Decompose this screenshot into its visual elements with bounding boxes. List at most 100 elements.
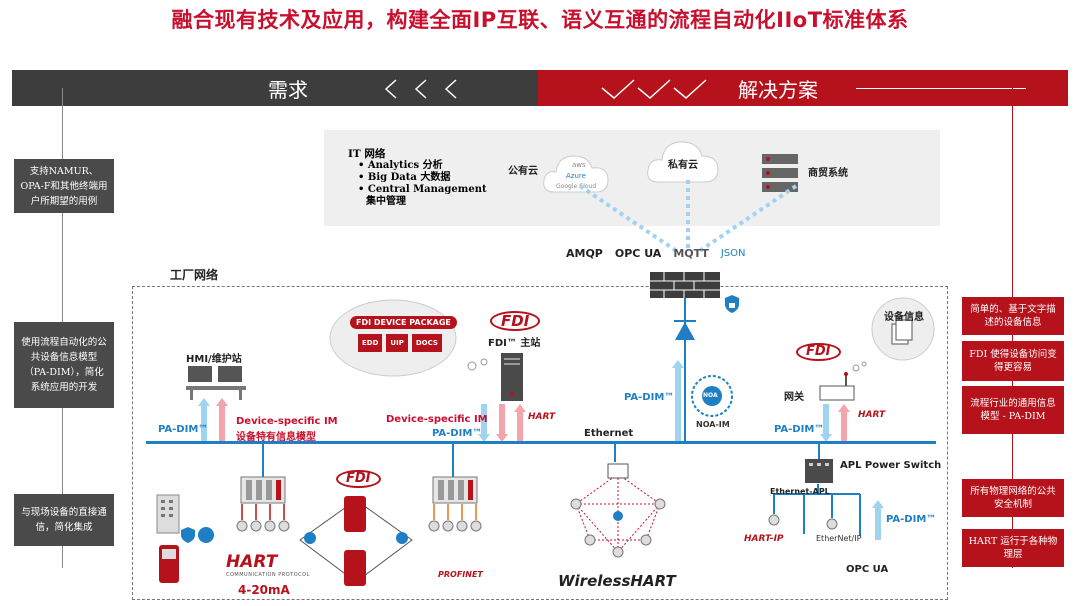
gateway-label: 网关 <box>784 392 804 403</box>
fdi-package-parts: EDD UIP DOCS <box>358 334 442 352</box>
solution-label: 解决方案 <box>738 78 818 102</box>
protocol-opcua: OPC UA <box>614 247 662 260</box>
solution-band: 解决方案 <box>538 70 1068 106</box>
apl-switch-label-1: APL Power Switch <box>840 460 942 471</box>
thought-bubbles <box>467 358 488 371</box>
google-cloud-brand: Google Cloud <box>556 183 597 190</box>
drop-line-1 <box>262 444 264 478</box>
public-cloud-icon <box>543 155 609 193</box>
solution-box-2: FDI 使得设备访问变得更容易 <box>962 341 1064 381</box>
cloud-links <box>578 180 798 254</box>
it-network-panel: IT 网络 • Analytics 分析 • Big Data 大数据 • Ce… <box>324 130 940 226</box>
device-info-label: 设备信息 <box>884 312 924 323</box>
hart-protocol-sub: COMMUNICATION PROTOCOL <box>226 572 310 578</box>
four-twenty-ma-label: 4-20mA <box>238 583 290 597</box>
fdi-logo-master: FDI <box>490 311 541 331</box>
thought-bubbles-2 <box>852 361 867 372</box>
solution-box-4: 所有物理网络的公共安全机制 <box>962 479 1064 517</box>
field-devices-left <box>236 504 290 532</box>
opc-ua-field-logo: OPC UA <box>846 564 889 575</box>
apl-up-arrow <box>872 500 884 540</box>
it-item-central: • Central Management <box>358 184 487 195</box>
it-item-bigdata: • Big Data 大数据 <box>358 172 451 183</box>
fdi-part-edd: EDD <box>358 334 383 352</box>
need-box-1: 支持NAMUR、OPA-F和其他终端用户所期望的用例 <box>14 159 114 213</box>
handheld-communicator-icon <box>159 545 179 583</box>
io-controller-icon-1 <box>240 476 286 504</box>
padim-gateway: PA-DIM™ <box>774 424 825 435</box>
need-box-3: 与现场设备的直接通信，简化集成 <box>14 494 114 546</box>
ethernet-apl-label: Ethernet-APL <box>770 487 830 496</box>
noa-icon <box>691 375 733 417</box>
hmi-arrows <box>198 398 228 442</box>
fdi-master-red-up-arrow <box>514 404 526 442</box>
checkmark-icons <box>601 79 707 99</box>
protocol-json: JSON <box>720 248 746 259</box>
it-title: IT 网络 <box>348 148 386 160</box>
fdi-part-docs: DOCS <box>411 334 442 352</box>
need-box-2: 使用流程自动化的公共设备信息模型（PA-DIM），简化系统应用的开发 <box>14 322 114 408</box>
demand-label: 需求 <box>268 78 308 102</box>
field-devices-center <box>428 504 482 532</box>
demand-band: 需求 <box>12 70 538 106</box>
protocol-row: AMQP OPC UA MQTT JSON <box>566 247 746 260</box>
it-item-central-cn: 集中管理 <box>366 196 406 207</box>
drop-line-4 <box>818 444 820 460</box>
io-controller-icon-2 <box>432 476 478 504</box>
device-specific-hmi: Device-specific IM <box>236 416 338 427</box>
noa-up-arrow <box>672 360 684 442</box>
noa-label: NOA-IM <box>696 420 730 429</box>
factory-network-frame <box>132 286 948 600</box>
fdi-logo-field: FDI <box>336 470 381 488</box>
hart-logo: HART <box>226 552 278 572</box>
server-rack-icon <box>762 154 798 192</box>
device-specific-hmi-cn: 设备特有信息模型 <box>236 432 316 443</box>
device-info-cloud <box>871 297 935 361</box>
azure-brand: Azure <box>566 172 586 180</box>
solution-box-1: 简单的、基于文字描述的设备信息 <box>962 297 1064 335</box>
diode-icon <box>674 320 696 340</box>
ethernet-ip-logo: EtherNet/IP <box>816 534 862 543</box>
fdi-part-uip: UIP <box>386 334 408 352</box>
it-item-analytics: • Analytics 分析 <box>358 160 443 171</box>
hmi-label: HMI/维护站 <box>186 354 242 365</box>
business-system-label: 商贸系统 <box>808 168 848 179</box>
padim-fdi: PA-DIM™ <box>432 428 483 439</box>
ethernet-label: Ethernet <box>584 428 634 439</box>
solution-box-5: HART 运行于各种物理层 <box>962 529 1064 567</box>
apl-switch-icon <box>805 459 833 483</box>
drop-line-2 <box>452 444 454 478</box>
multiplexer-icon <box>156 494 180 534</box>
security-bluetooth-icons <box>181 527 214 543</box>
firewall-icon <box>650 272 720 298</box>
fdi-master-server-icon <box>501 353 523 401</box>
fdi-master-arrows <box>478 404 508 442</box>
device-specific-fdi: Device-specific IM <box>386 414 488 425</box>
factory-network-label: 工厂网络 <box>170 268 219 282</box>
page-title: 融合现有技术及应用，构建全面IP互联、语义互通的流程自动化IIoT标准体系 <box>171 8 909 32</box>
gateway-router-icon <box>819 372 855 401</box>
hart-logo-small-2: HART <box>858 410 886 420</box>
hmi-workstation-icon <box>186 366 246 400</box>
padim-hmi: PA-DIM™ <box>158 424 209 435</box>
apl-tree <box>768 484 861 536</box>
public-cloud-label: 公有云 <box>508 166 538 177</box>
noa-inner-label: NOA <box>703 392 718 399</box>
fdi-logo-gateway: FDI <box>796 343 841 361</box>
padim-apl: PA-DIM™ <box>886 514 937 525</box>
profinet-logo: PROFINET <box>438 570 483 579</box>
ethernet-backbone <box>146 441 936 444</box>
private-cloud-icon <box>647 141 719 183</box>
protocol-mqtt: MQTT <box>673 247 709 260</box>
aws-brand: aws <box>572 161 586 169</box>
drop-line-3 <box>614 444 616 462</box>
shield-lock-icon <box>725 295 739 313</box>
wireless-mesh <box>570 463 666 558</box>
private-cloud-label: 私有云 <box>668 160 698 171</box>
fdi-master-label: FDI™ 主站 <box>488 338 541 349</box>
solution-box-3: 流程行业的通用信息模型 - PA-DIM <box>962 386 1064 434</box>
handheld-diamond <box>299 496 413 586</box>
gateway-arrows <box>820 404 850 442</box>
band-line <box>856 88 1026 89</box>
hart-logo-small-1: HART <box>528 412 556 422</box>
